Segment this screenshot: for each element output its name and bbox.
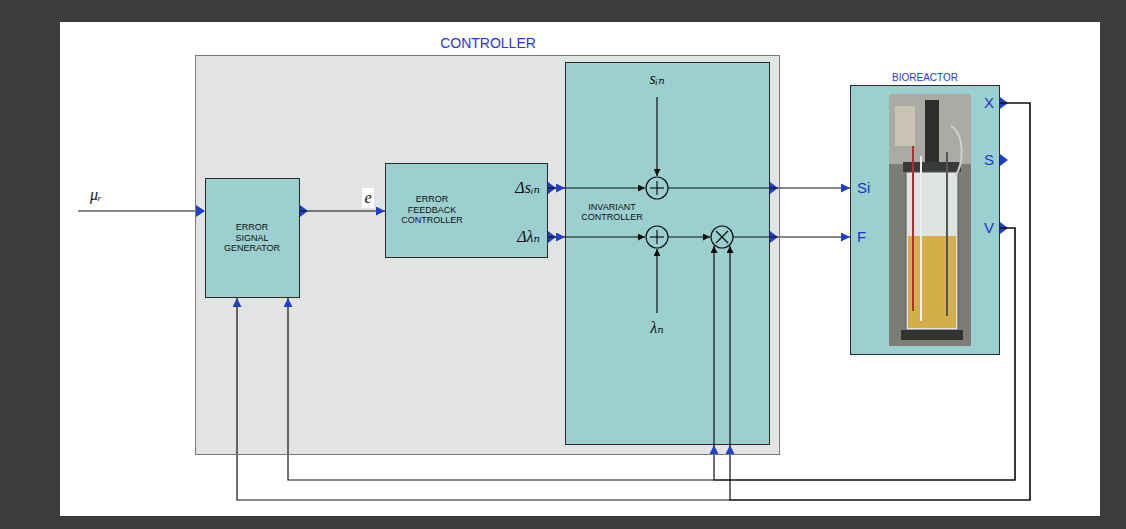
signal-wire bbox=[300, 210, 385, 211]
drawing-part bbox=[716, 231, 728, 243]
text-slot: Δsᵢₙ bbox=[515, 178, 540, 197]
block-title: BIOREACTOR bbox=[892, 72, 958, 83]
drawing-part bbox=[646, 226, 668, 248]
drawing-part bbox=[901, 330, 963, 340]
drawing-part bbox=[908, 236, 956, 328]
bioreactor-photo bbox=[851, 86, 999, 354]
invariant-wiring bbox=[566, 63, 769, 444]
drawing-part bbox=[903, 162, 961, 172]
drawing-part bbox=[566, 97, 769, 444]
drawing-part bbox=[656, 249, 657, 313]
text-slot: CONTROLLER bbox=[440, 35, 536, 51]
port-name: S bbox=[984, 151, 994, 169]
signal-wire bbox=[548, 187, 565, 188]
drawing-part bbox=[889, 94, 971, 164]
text-slot: INVARIANT CONTROLLER bbox=[581, 202, 643, 223]
port-name: F bbox=[857, 228, 866, 246]
drawing-part bbox=[733, 236, 769, 237]
reference-input-wire bbox=[78, 210, 197, 211]
text-slot: S bbox=[984, 151, 994, 169]
label-slot: e bbox=[362, 188, 373, 207]
plant-block: BIOREACTORSiXSFV bbox=[850, 85, 1000, 355]
label-slot: sᵢₙ bbox=[649, 69, 664, 88]
output-port-triangle bbox=[1000, 154, 1008, 166]
drawing-part bbox=[729, 246, 730, 444]
drawing-part bbox=[951, 126, 962, 176]
drawing-part bbox=[895, 106, 915, 146]
drawing-part bbox=[668, 187, 769, 188]
input-port-triangle bbox=[196, 205, 205, 217]
drawing-part bbox=[711, 226, 733, 248]
label-slot: λₙ bbox=[650, 318, 663, 337]
drawing-part bbox=[912, 146, 914, 311]
process-block: ERROR FEEDBACK CONTROLLER ΔsᵢₙΔλₙ bbox=[385, 163, 548, 258]
drawing-part bbox=[889, 94, 971, 346]
text-slot: ERROR SIGNAL GENERATOR bbox=[224, 222, 280, 253]
block-name: INVARIANT CONTROLLER bbox=[581, 202, 643, 223]
text-slot: X bbox=[984, 94, 994, 112]
port-name: Si bbox=[857, 179, 870, 197]
label-slot: μᵣ bbox=[90, 185, 102, 204]
drawing-part bbox=[656, 97, 657, 176]
process-block: INVARIANT CONTROLLER bbox=[565, 62, 770, 445]
drawing-part bbox=[716, 231, 728, 243]
text-slot: Si bbox=[857, 179, 870, 197]
drawing-part bbox=[656, 230, 657, 244]
slide-panel bbox=[60, 22, 1100, 516]
port-name: V bbox=[984, 219, 994, 237]
nominal-input: λₙ bbox=[650, 318, 663, 337]
nominal-input: sᵢₙ bbox=[649, 69, 664, 88]
controller-group: ERROR SIGNAL GENERATOR ERROR FEEDBACK CON… bbox=[195, 55, 780, 455]
drawing-part bbox=[946, 152, 948, 316]
drawing-part bbox=[656, 181, 657, 195]
text-slot: BIOREACTOR bbox=[892, 72, 958, 83]
drawing-part bbox=[566, 187, 645, 188]
group-title: CONTROLLER bbox=[440, 35, 536, 51]
block-name: ERROR SIGNAL GENERATOR bbox=[224, 222, 280, 253]
signal-label: e bbox=[362, 188, 373, 207]
text-slot: ERROR FEEDBACK CONTROLLER bbox=[401, 194, 463, 225]
process-block: ERROR SIGNAL GENERATOR bbox=[205, 178, 300, 298]
block-name: ERROR FEEDBACK CONTROLLER bbox=[401, 194, 463, 225]
drawing-part bbox=[713, 246, 714, 444]
signal-wire bbox=[770, 236, 850, 237]
port-signal: Δλₙ bbox=[517, 227, 540, 246]
reference-signal: μᵣ bbox=[90, 185, 102, 204]
port-signal: Δsᵢₙ bbox=[515, 178, 540, 197]
drawing-part bbox=[646, 177, 668, 199]
signal-wire bbox=[548, 236, 565, 237]
drawing-part bbox=[668, 236, 710, 237]
text-slot: Δλₙ bbox=[517, 227, 540, 246]
port-name: X bbox=[984, 94, 994, 112]
drawing-part bbox=[566, 236, 645, 237]
drawing-part bbox=[920, 156, 922, 321]
text-slot: F bbox=[857, 228, 866, 246]
drawing-part bbox=[925, 100, 939, 162]
controller-fill bbox=[196, 56, 780, 455]
signal-wire bbox=[770, 187, 850, 188]
text-slot: V bbox=[984, 219, 994, 237]
